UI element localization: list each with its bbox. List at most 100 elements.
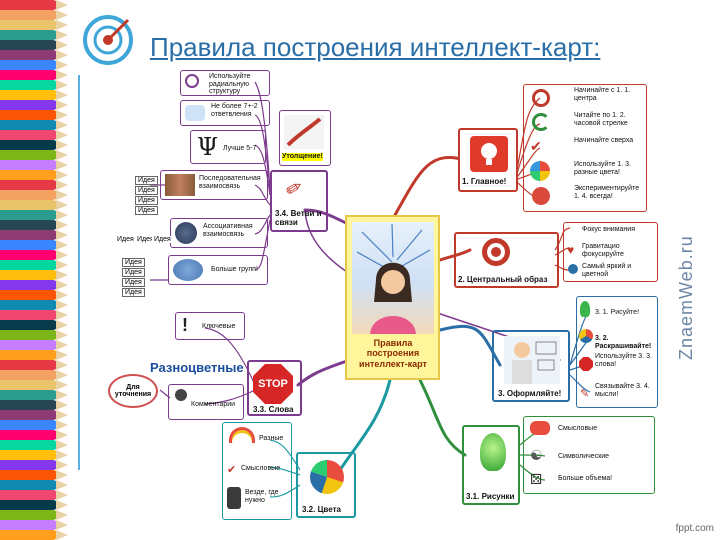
branch32-items: Разные Смысловые Везде, где нужно ✔	[222, 422, 292, 520]
idea-label: Идея	[115, 236, 136, 243]
branch3-card: 3. Оформляйте!	[492, 330, 570, 402]
page-title: Правила построения интеллект-карт:	[150, 32, 601, 62]
branch34-item-1: Используйте радиальную структуру	[180, 70, 270, 96]
pencil-decoration	[0, 280, 68, 290]
pencil-decoration	[0, 220, 68, 230]
divider-line	[78, 75, 80, 470]
branch1-item-4: Используйте 1. 3. разные цвета!	[574, 161, 631, 176]
idea-label: Идея	[135, 196, 158, 205]
color-pie-icon	[310, 460, 344, 494]
groups-icon	[173, 259, 203, 281]
pencil-decoration	[0, 140, 68, 150]
pencil-decoration	[0, 110, 68, 120]
branch33-card: 3.3. Слова	[247, 360, 302, 416]
pencil-decoration	[0, 120, 68, 130]
branch2-item-3: Самый яркий и цветной	[582, 263, 632, 278]
pencil-decoration	[0, 320, 68, 330]
symbol-icon: ☯	[530, 447, 543, 463]
branch3-item-4: Связывайте 3. 4. мысли!	[595, 383, 650, 398]
evolution-icon	[165, 174, 195, 196]
pencil-decoration	[0, 70, 68, 80]
pencil-decoration	[0, 90, 68, 100]
pencil-decoration	[0, 480, 68, 490]
pencil-decoration	[0, 50, 68, 60]
pencil-decoration	[0, 360, 68, 370]
experiment-icon	[532, 187, 550, 205]
pencil-decoration	[0, 10, 68, 20]
psi-icon: Ψ	[197, 133, 219, 161]
branch33-label: 3.3. Слова	[253, 405, 294, 414]
pencil-decoration	[0, 40, 68, 50]
branch1-item-1: Начинайте с 1. 1. центра	[574, 87, 631, 102]
pencil-decoration	[0, 370, 68, 380]
idea-label: Идея	[122, 288, 145, 297]
pencil-decoration	[0, 100, 68, 110]
branch2-card: 2. Центральный образ	[454, 232, 559, 288]
branch1-item-2: Читайте по 1. 2. часовой стрелке	[574, 112, 628, 127]
branch31-label: 3.1. Рисунки	[466, 492, 515, 501]
branch1-item-3: Начинайте сверха	[574, 137, 634, 144]
idea-label: Идея	[122, 278, 145, 287]
pencil-decoration	[0, 160, 68, 170]
brain-icon	[185, 105, 205, 121]
pencil-decoration	[0, 60, 68, 70]
branch32-item-3: Везде, где нужно	[245, 489, 279, 504]
pencil-decoration	[0, 500, 68, 510]
thicken-sketch-icon	[284, 115, 324, 149]
green-bulb-icon	[480, 433, 506, 471]
pencil-decoration	[0, 290, 68, 300]
branch32-card: 3.2. Цвета	[296, 452, 356, 518]
branch31-item-2: Символические	[558, 453, 610, 460]
idea-label: Идея	[135, 186, 158, 195]
idea-label: Идея	[152, 236, 173, 243]
pencil-decoration	[0, 430, 68, 440]
branch32-label: 3.2. Цвета	[302, 505, 341, 514]
branch2-label: 2. Центральный образ	[458, 275, 548, 284]
pencil-decoration	[0, 170, 68, 180]
rainbow-icon	[229, 427, 255, 443]
pencil-icon: ✏	[281, 175, 308, 203]
branch3-item-3: Используйте 3. 3. слова!	[595, 353, 652, 368]
idea-label: Идея	[135, 206, 158, 215]
stop-sign: STOP	[253, 364, 293, 404]
pencil-decoration	[0, 0, 68, 10]
pencil-decoration	[0, 210, 68, 220]
idea-label: Идея	[135, 176, 158, 185]
pencil-decoration	[0, 260, 68, 270]
color-wheel-icon	[530, 161, 550, 181]
branch3-item-2: 3. 2. Раскрашивайте!	[595, 335, 652, 350]
pencil-decoration	[0, 380, 68, 390]
branch2-item-2: Гравитацио фокусируйте	[582, 243, 624, 258]
branch34-item-5: Ассоциативная взаимосвязь	[170, 218, 268, 248]
pencil-decoration	[0, 510, 68, 520]
idea-label: Идея	[135, 236, 156, 243]
pencil-decoration	[0, 330, 68, 340]
drawing-person-icon	[504, 336, 560, 384]
branch1-items: Начинайте с 1. 1. центра Читайте по 1. 2…	[523, 84, 647, 212]
checkmark-icon: ✔	[227, 464, 237, 476]
branch31-item-3: Больше объема!	[558, 475, 613, 482]
branch31-items: Смысловые Символические Больше объема! ☯…	[523, 416, 655, 494]
branch32-item-1: Разные	[259, 435, 284, 442]
radial-icon	[185, 74, 199, 88]
pencil-decoration	[0, 420, 68, 430]
dot-icon	[568, 264, 578, 274]
branch1-card: 1. Главное!	[458, 128, 518, 192]
stop-small-icon	[579, 357, 593, 371]
pencil-decoration	[0, 410, 68, 420]
pencil-decoration	[0, 310, 68, 320]
pencil-decoration	[0, 300, 68, 310]
branch3-item-1: 3. 1. Рисуйте!	[595, 309, 640, 316]
pencil-decoration	[0, 390, 68, 400]
dice-icon: ⚄	[530, 471, 543, 487]
branch3-label: 3. Оформляйте!	[498, 389, 562, 398]
dartboard-icon	[482, 238, 510, 266]
pencils-decoration	[0, 0, 78, 540]
branch33-item-comments: Комментарии	[168, 384, 244, 420]
paint-icon	[579, 329, 593, 343]
branch34-item-4: Последовательная взаимосвязь	[160, 170, 268, 200]
branch34-item-6: Больше групп!	[168, 255, 268, 285]
pencil-decoration	[0, 520, 68, 530]
exclamation-icon: !	[182, 315, 188, 335]
pencil-decoration	[0, 490, 68, 500]
